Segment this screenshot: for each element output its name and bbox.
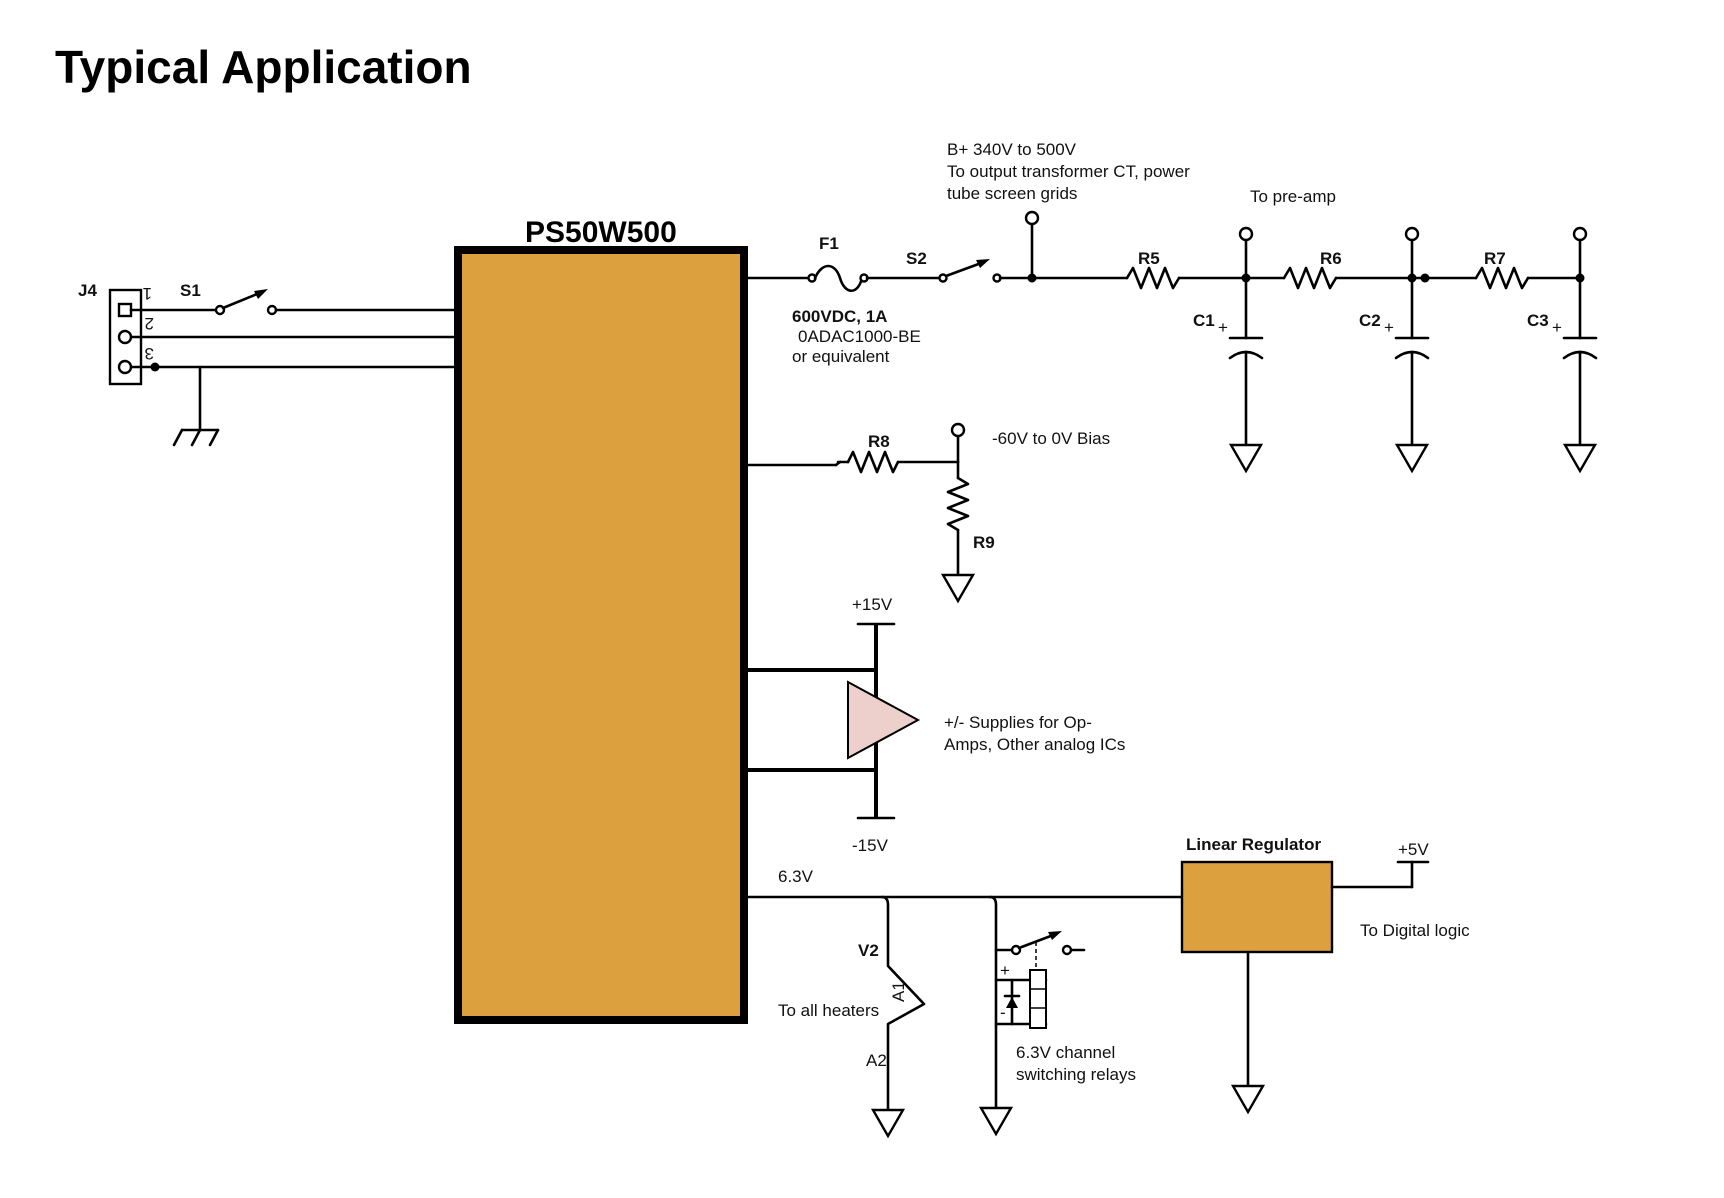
ground-icon	[1228, 443, 1264, 474]
cap-label-c3: C3	[1527, 311, 1549, 330]
regulator-label: Linear Regulator	[1186, 835, 1321, 854]
bplus-terminal[interactable]	[1024, 210, 1040, 226]
bplus-label-1: B+ 340V to 500V	[947, 140, 1077, 159]
relay-label-1: 6.3V channel	[1016, 1043, 1115, 1062]
preamp-label: To pre-amp	[1250, 187, 1336, 206]
bplus-label-3: tube screen grids	[947, 184, 1077, 203]
relay-contact[interactable]	[1017, 931, 1062, 950]
linear-regulator[interactable]	[1180, 860, 1334, 954]
bias-label: -60V to 0V Bias	[992, 429, 1110, 448]
fuse-f1-icon[interactable]	[813, 264, 864, 293]
ps50w500-module[interactable]	[454, 246, 748, 1024]
ground-icon	[870, 1108, 906, 1139]
fuse-note: or equivalent	[792, 347, 890, 366]
relay-plus: +	[1000, 961, 1010, 980]
r9-label: R9	[973, 533, 995, 552]
diode-icon	[1006, 997, 1018, 1008]
cap-polarity: +	[1384, 318, 1394, 337]
a1-label: A1	[889, 981, 908, 1002]
r5-label: R5	[1138, 249, 1160, 268]
heaters-label: To all heaters	[778, 1001, 879, 1020]
r8-label: R8	[868, 432, 890, 451]
preamp-terminal-2[interactable]	[1404, 226, 1420, 242]
resistor-r5-icon[interactable]	[1125, 266, 1181, 290]
j4-pin-2: 2	[145, 314, 154, 333]
plus5v-label: +5V	[1398, 840, 1429, 859]
s1-label: S1	[180, 281, 201, 300]
resistor-r9-icon[interactable]	[946, 476, 970, 532]
connector-j4[interactable]	[108, 288, 143, 386]
cap-polarity: +	[1218, 318, 1228, 337]
bias-terminal[interactable]	[950, 422, 966, 438]
preamp-terminal-3[interactable]	[1572, 226, 1588, 242]
j4-pin-1: 1	[143, 284, 152, 303]
relay-minus: -	[1000, 1003, 1006, 1022]
capacitor-c1[interactable]: C1+	[1193, 276, 1264, 474]
resistor-r6-icon[interactable]	[1282, 266, 1338, 290]
cap-label-c2: C2	[1359, 311, 1381, 330]
ground-icon	[1562, 443, 1598, 474]
r6-label: R6	[1320, 249, 1342, 268]
ground-icon	[1230, 1084, 1266, 1115]
j4-pin-3: 3	[145, 344, 154, 363]
switch-s2[interactable]	[944, 259, 990, 278]
resistor-r7-icon[interactable]	[1474, 266, 1530, 290]
ground-icon	[940, 573, 976, 604]
resistor-r8-icon[interactable]	[846, 450, 900, 474]
j4-label: J4	[78, 281, 97, 300]
cap-polarity: +	[1552, 318, 1562, 337]
capacitor-c3[interactable]: C3+	[1527, 276, 1598, 474]
fuse-rating: 600VDC, 1A	[792, 307, 887, 326]
preamp-terminal-1[interactable]	[1238, 226, 1254, 242]
digital-logic-label: To Digital logic	[1360, 921, 1470, 940]
r7-label: R7	[1484, 249, 1506, 268]
opamp-buffer-icon[interactable]	[847, 680, 921, 760]
relay-coil-icon[interactable]	[1029, 969, 1047, 1029]
capacitor-c2[interactable]: C2+	[1359, 276, 1430, 474]
relay-label-2: switching relays	[1016, 1065, 1136, 1084]
switch-s1[interactable]	[221, 289, 268, 310]
module-label: PS50W500	[525, 216, 677, 249]
page-title: Typical Application	[55, 41, 472, 93]
opamp-label-1: +/- Supplies for Op-	[944, 713, 1092, 732]
a2-label: A2	[866, 1051, 887, 1070]
opamp-label-2: Amps, Other analog ICs	[944, 735, 1125, 754]
rail-6v3-label: 6.3V	[778, 867, 814, 886]
fuse-part: 0ADAC1000-BE	[798, 327, 921, 346]
cap-label-c1: C1	[1193, 311, 1215, 330]
bplus-label-2: To output transformer CT, power	[947, 162, 1190, 181]
v2-label: V2	[858, 941, 879, 960]
ground-icon	[1394, 443, 1430, 474]
s2-label: S2	[906, 249, 927, 268]
chassis-ground-icon	[172, 365, 220, 447]
ground-icon	[978, 1106, 1014, 1137]
plus15v-label: +15V	[852, 595, 893, 614]
minus15v-label: -15V	[852, 836, 889, 855]
f1-label: F1	[819, 234, 839, 253]
